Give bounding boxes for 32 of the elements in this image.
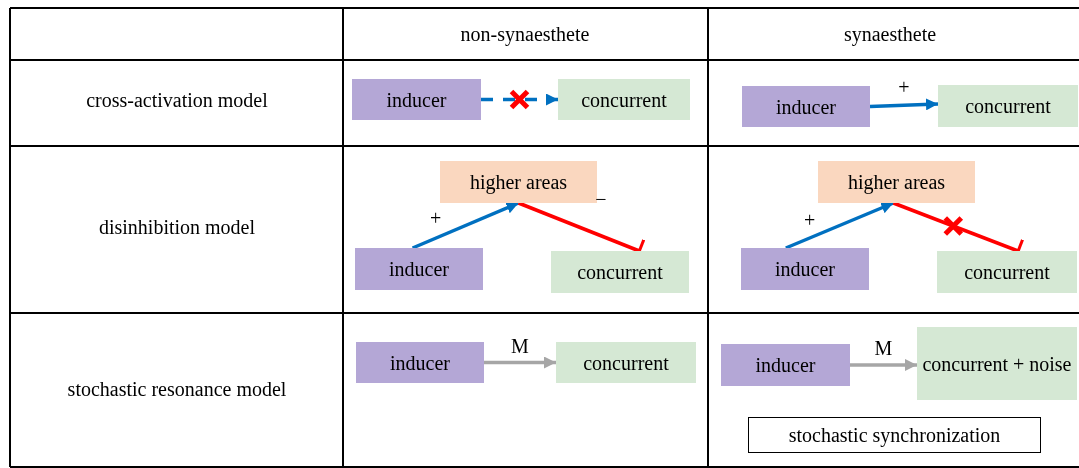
- higher-areas-box: higher areas: [818, 161, 975, 203]
- edge-label: M: [511, 334, 529, 357]
- row-header: disinhibition model: [98, 215, 256, 239]
- row-header: stochastic resonance model: [67, 377, 287, 401]
- row-header: cross-activation model: [86, 88, 268, 112]
- concurrent-box: concurrent: [551, 251, 689, 293]
- column-header: non-synaesthete: [460, 22, 590, 46]
- arrow: [411, 201, 520, 250]
- inducer-box: inducer: [356, 342, 484, 383]
- arrow: [484, 356, 556, 369]
- inducer-box: inducer: [721, 344, 850, 386]
- arrow: [869, 98, 939, 111]
- edge-label: +: [429, 206, 442, 229]
- edge-label: +: [803, 208, 816, 231]
- process-box: stochastic synchronization: [748, 417, 1041, 453]
- concurrent-box: concurrent: [558, 79, 690, 120]
- concurrent-box: concurrent: [937, 251, 1077, 293]
- inducer-box: inducer: [741, 248, 869, 290]
- edge-label: M: [874, 336, 893, 360]
- arrow: [785, 201, 895, 250]
- arrow: [481, 93, 558, 106]
- concurrent-box: concurrent + noise: [917, 327, 1077, 400]
- column-header: synaesthete: [843, 22, 937, 46]
- concurrent-box: concurrent: [938, 85, 1078, 127]
- arrow: [850, 358, 917, 371]
- edge-label: −: [595, 187, 607, 211]
- inducer-box: inducer: [355, 248, 483, 290]
- higher-areas-box: higher areas: [440, 161, 597, 203]
- edge-label: +: [898, 75, 910, 99]
- inducer-box: inducer: [352, 79, 481, 120]
- inducer-box: inducer: [742, 86, 870, 127]
- concurrent-box: concurrent: [556, 342, 696, 383]
